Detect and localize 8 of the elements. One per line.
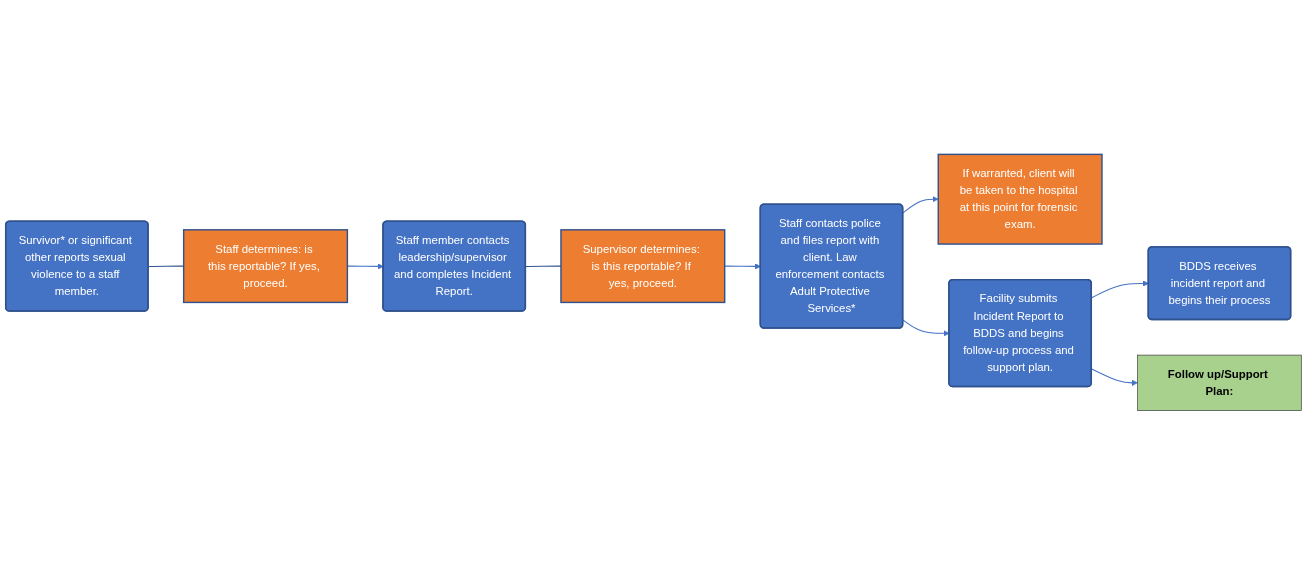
arrow [724, 263, 761, 270]
arrow [902, 196, 939, 214]
arrow [1091, 280, 1149, 299]
node-box: Follow up/Support Plan: [1137, 354, 1302, 411]
node-box: Supervisor determines: is this reportable? If yes, proceed. [560, 229, 726, 304]
arrow [1091, 368, 1138, 386]
node-box: Staff determines: is this reportable? If yes, proceed. [182, 229, 349, 304]
node-box: If warranted, client will be taken to the hospital at this point for forensic exam. [937, 153, 1103, 245]
